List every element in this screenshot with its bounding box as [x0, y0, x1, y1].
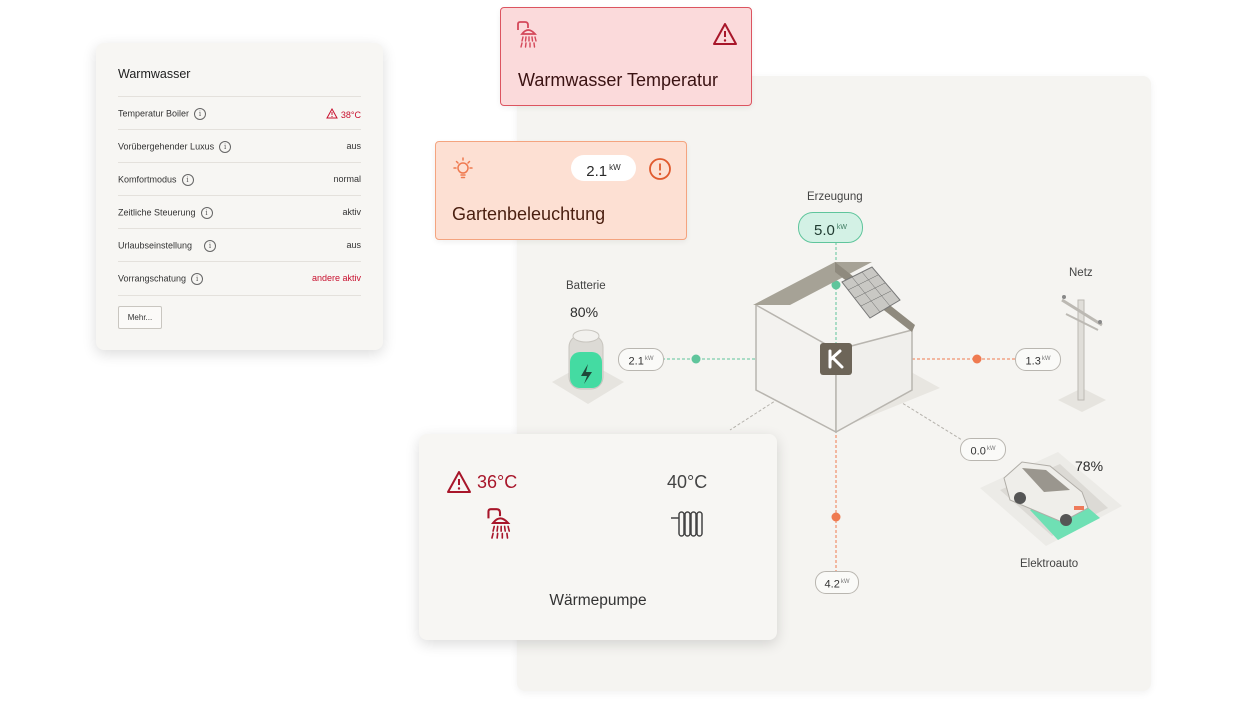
- setting-value: aktiv: [342, 207, 361, 217]
- warning-triangle-icon: [447, 471, 471, 493]
- lightbulb-icon: [453, 157, 473, 179]
- k-logo-icon: [820, 343, 852, 375]
- flow-dot-grid: [972, 354, 982, 364]
- elektroauto-label: Elektroauto: [1020, 558, 1079, 570]
- netz-flow-pill: 1.3kW: [1015, 348, 1061, 371]
- batterie-percent: 80%: [570, 304, 599, 320]
- more-button[interactable]: Mehr...: [118, 306, 162, 329]
- alert-card-warmwasser-temperatur[interactable]: Warmwasser Temperatur: [500, 7, 752, 106]
- batterie-flow-pill: 2.1kW: [618, 348, 664, 371]
- shower-icon: [517, 21, 537, 48]
- batterie-label: Batterie: [566, 280, 606, 292]
- info-icon[interactable]: i: [219, 141, 232, 153]
- warning-triangle-icon: [326, 107, 338, 119]
- battery-illustration: [552, 329, 624, 404]
- info-icon[interactable]: i: [181, 174, 194, 186]
- elektroauto-percent: 78%: [1075, 458, 1104, 474]
- setting-value: normal: [333, 174, 361, 184]
- setting-value: aus: [346, 240, 361, 250]
- flow-dot-bottom: [831, 512, 841, 522]
- netz-label: Netz: [1069, 267, 1093, 279]
- info-icon[interactable]: i: [204, 240, 217, 252]
- bottom-flow-pill: 4.2kW: [815, 571, 859, 594]
- grid-pole-illustration: [1058, 295, 1106, 412]
- erzeugung-label: Erzeugung: [807, 191, 863, 203]
- exclamation-circle-icon: [649, 158, 671, 180]
- card-title: Warmwasser: [118, 67, 191, 81]
- info-icon[interactable]: i: [191, 273, 204, 285]
- warning-triangle-icon: [713, 23, 737, 45]
- waermepumpe-temp-left: 36°C: [477, 472, 518, 492]
- waermepumpe-name: Wärmepumpe: [549, 592, 647, 609]
- setting-value: aus: [346, 141, 361, 151]
- house-illustration: [753, 262, 940, 434]
- flow-dot-generation: [831, 280, 841, 290]
- radiator-icon: [671, 511, 703, 537]
- info-icon[interactable]: i: [194, 108, 207, 120]
- waermepumpe-temp-right: 40°C: [667, 472, 708, 492]
- setting-value: andere aktiv: [311, 273, 361, 283]
- alert-title: Warmwasser Temperatur: [518, 70, 719, 90]
- shower-icon: [487, 508, 511, 539]
- waermepumpe-card[interactable]: 36°C 40°C Wärmepumpe: [419, 434, 777, 640]
- alert-title: Gartenbeleuchtung: [452, 204, 606, 224]
- setting-value: 38°C: [326, 107, 361, 120]
- elektroauto-flow-pill: 0.0kW: [960, 438, 1006, 461]
- flow-dot-battery: [691, 354, 701, 364]
- info-icon[interactable]: i: [200, 207, 213, 219]
- car-illustration: [980, 452, 1122, 546]
